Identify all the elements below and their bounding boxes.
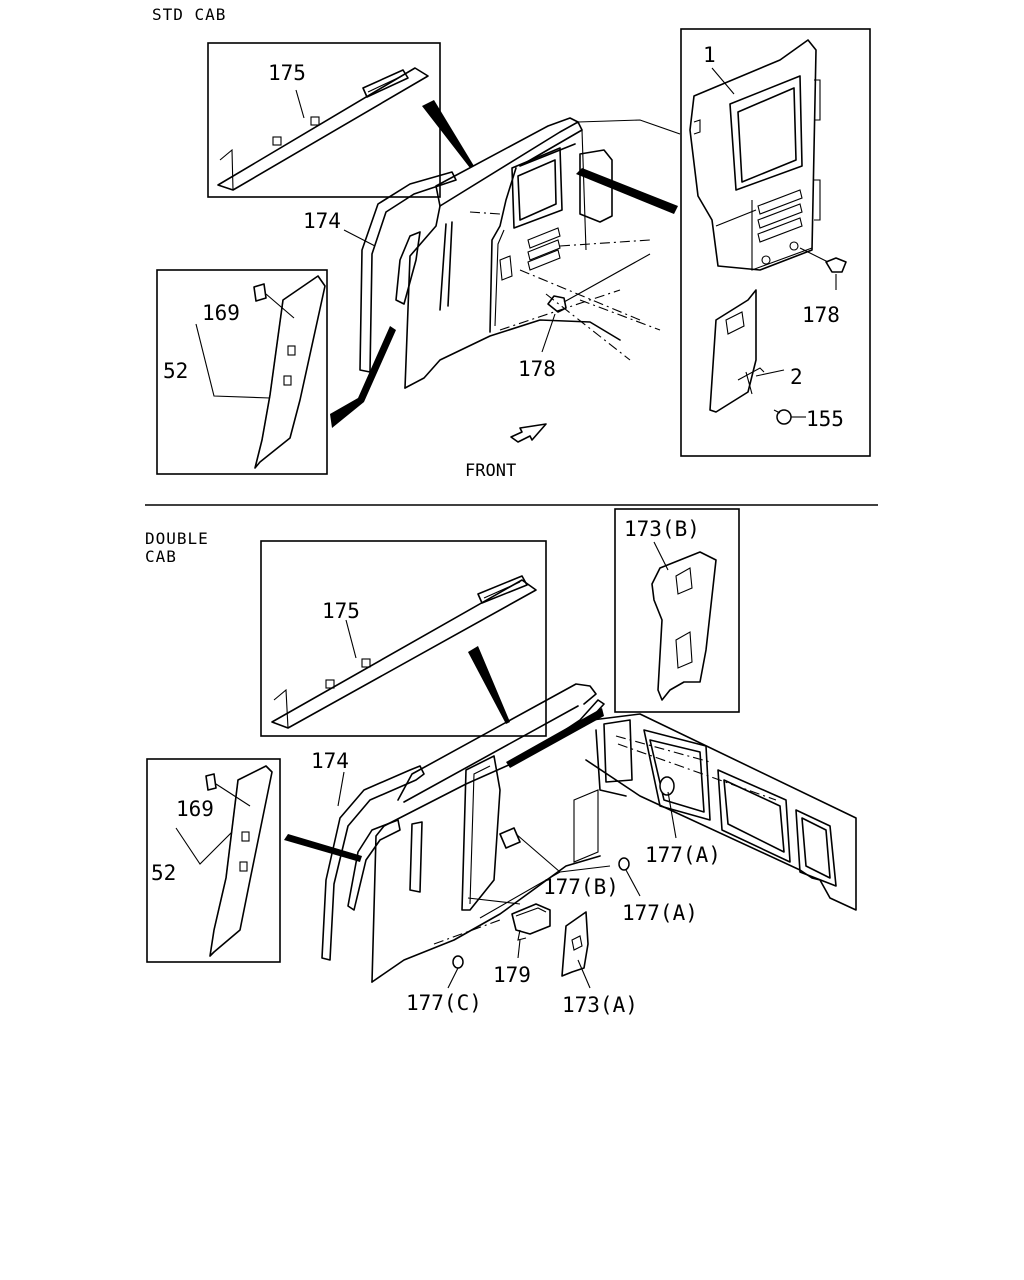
front-label: FRONT bbox=[465, 461, 516, 481]
double-inset-173b bbox=[614, 508, 740, 713]
label-177c: 177(C) bbox=[406, 991, 482, 1015]
label-178-std-center: 178 bbox=[518, 357, 556, 381]
std-leader-wedge-right bbox=[576, 168, 678, 214]
label-1-std: 1 bbox=[703, 43, 716, 67]
double-leader-wedge-52 bbox=[284, 834, 362, 862]
double-plug-177a-floor bbox=[618, 857, 641, 897]
std-cab-body bbox=[404, 117, 681, 389]
leader-174-double bbox=[337, 771, 345, 807]
label-179: 179 bbox=[493, 963, 531, 987]
double-leader-wedge-175 bbox=[468, 646, 510, 724]
label-2-std: 2 bbox=[790, 365, 803, 389]
label-52-double: 52 bbox=[151, 861, 176, 885]
label-177a-window: 177(A) bbox=[645, 843, 721, 867]
double-trim-173a bbox=[561, 911, 591, 989]
label-173a: 173(A) bbox=[562, 993, 638, 1017]
label-177b: 177(B) bbox=[543, 875, 619, 899]
label-169-double: 169 bbox=[176, 797, 214, 821]
label-175-double: 175 bbox=[322, 599, 360, 623]
std-inset-175 bbox=[207, 42, 441, 198]
double-inset-175 bbox=[260, 540, 547, 737]
double-cab-body bbox=[371, 683, 857, 983]
leader-174-std bbox=[343, 229, 376, 247]
label-174-double: 174 bbox=[311, 749, 349, 773]
std-clip-178-center bbox=[541, 253, 651, 353]
front-arrow-icon bbox=[510, 423, 547, 443]
label-173b: 173(B) bbox=[624, 517, 700, 541]
std-inset-52 bbox=[156, 269, 328, 475]
std-inset-right bbox=[680, 28, 871, 457]
double-clip-177b bbox=[499, 827, 561, 873]
double-plug-177c bbox=[447, 955, 464, 989]
leader-177a-window bbox=[667, 791, 677, 839]
label-52-std: 52 bbox=[163, 359, 188, 383]
double-weatherstrip-174 bbox=[321, 765, 425, 961]
std-weatherstrip-174 bbox=[359, 171, 457, 373]
double-cab-group: 175 169 52 173(B) bbox=[146, 508, 857, 1017]
label-174-std: 174 bbox=[303, 209, 341, 233]
double-cab-heading-line2: CAB bbox=[145, 547, 177, 566]
std-leader-wedge-52 bbox=[330, 326, 396, 428]
double-inset-52 bbox=[146, 758, 281, 963]
label-169-std: 169 bbox=[202, 301, 240, 325]
label-155-std: 155 bbox=[806, 407, 844, 431]
label-178-std-right: 178 bbox=[802, 303, 840, 327]
std-leader-wedge-175 bbox=[422, 100, 474, 168]
double-cab-heading-line1: DOUBLE bbox=[145, 529, 209, 548]
label-177a-floor: 177(A) bbox=[622, 901, 698, 925]
double-bracket-179 bbox=[511, 903, 551, 959]
std-cab-heading: STD CAB bbox=[152, 5, 226, 24]
std-cab-group: 175 169 52 bbox=[156, 28, 871, 481]
label-175-std: 175 bbox=[268, 61, 306, 85]
